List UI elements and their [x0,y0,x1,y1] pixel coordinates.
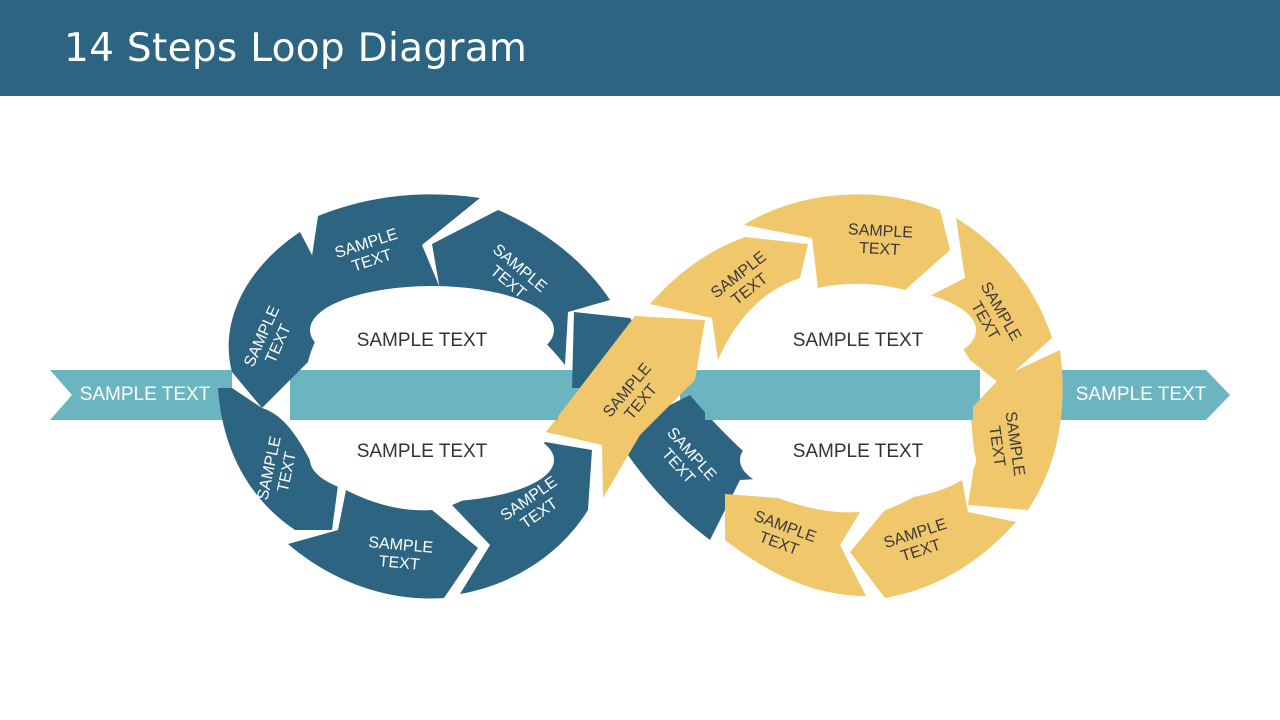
step-7-segment [618,395,775,540]
band-left-front [308,370,558,420]
slide-title: 14 Steps Loop Diagram [64,26,528,71]
step-3-segment [432,210,610,365]
step-10-line1: SAMPLE [848,221,914,241]
right-bottom-center-label: SAMPLE TEXT [793,441,924,462]
step-13-segment [850,458,1016,598]
step-6-segment [452,442,592,594]
band-right-front [705,370,973,420]
left-loop [218,194,775,599]
title-bar: 14 Steps Loop Diagram [0,0,1280,96]
right-arrow [1048,370,1230,420]
left-center-top-cover [310,286,554,374]
left-center-bottom-cover [310,418,554,502]
step-9-segment [650,237,808,360]
right-loop [546,194,1063,598]
step-14-segment [725,494,866,596]
left-arrow [50,370,232,420]
right-arrow-label: SAMPLE TEXT [1076,384,1207,405]
step-5-line2: TEXT [378,553,420,574]
step-2-segment [306,194,480,308]
step-5-label: SAMPLE TEXT [368,534,434,574]
step-5-line1: SAMPLE [368,534,434,557]
loop-centers [310,286,976,502]
step-10-line2: TEXT [859,240,901,259]
step-12-segment [968,350,1063,510]
left-arrow-label: SAMPLE TEXT [80,384,211,405]
step-4-segment [218,388,338,530]
step-10-segment [744,194,950,290]
left-top-center-label: SAMPLE TEXT [357,330,488,351]
right-center-bottom-cover [740,418,976,502]
left-bottom-center-label: SAMPLE TEXT [357,441,488,462]
step-11-segment [918,218,1052,384]
right-top-center-label: SAMPLE TEXT [793,330,924,351]
step-12-line2: TEXT [985,425,1008,468]
step-5-segment [288,490,478,599]
right-center-top-cover [740,286,976,374]
step-10-label: SAMPLE TEXT [848,221,914,259]
step-8-segment [546,316,705,498]
